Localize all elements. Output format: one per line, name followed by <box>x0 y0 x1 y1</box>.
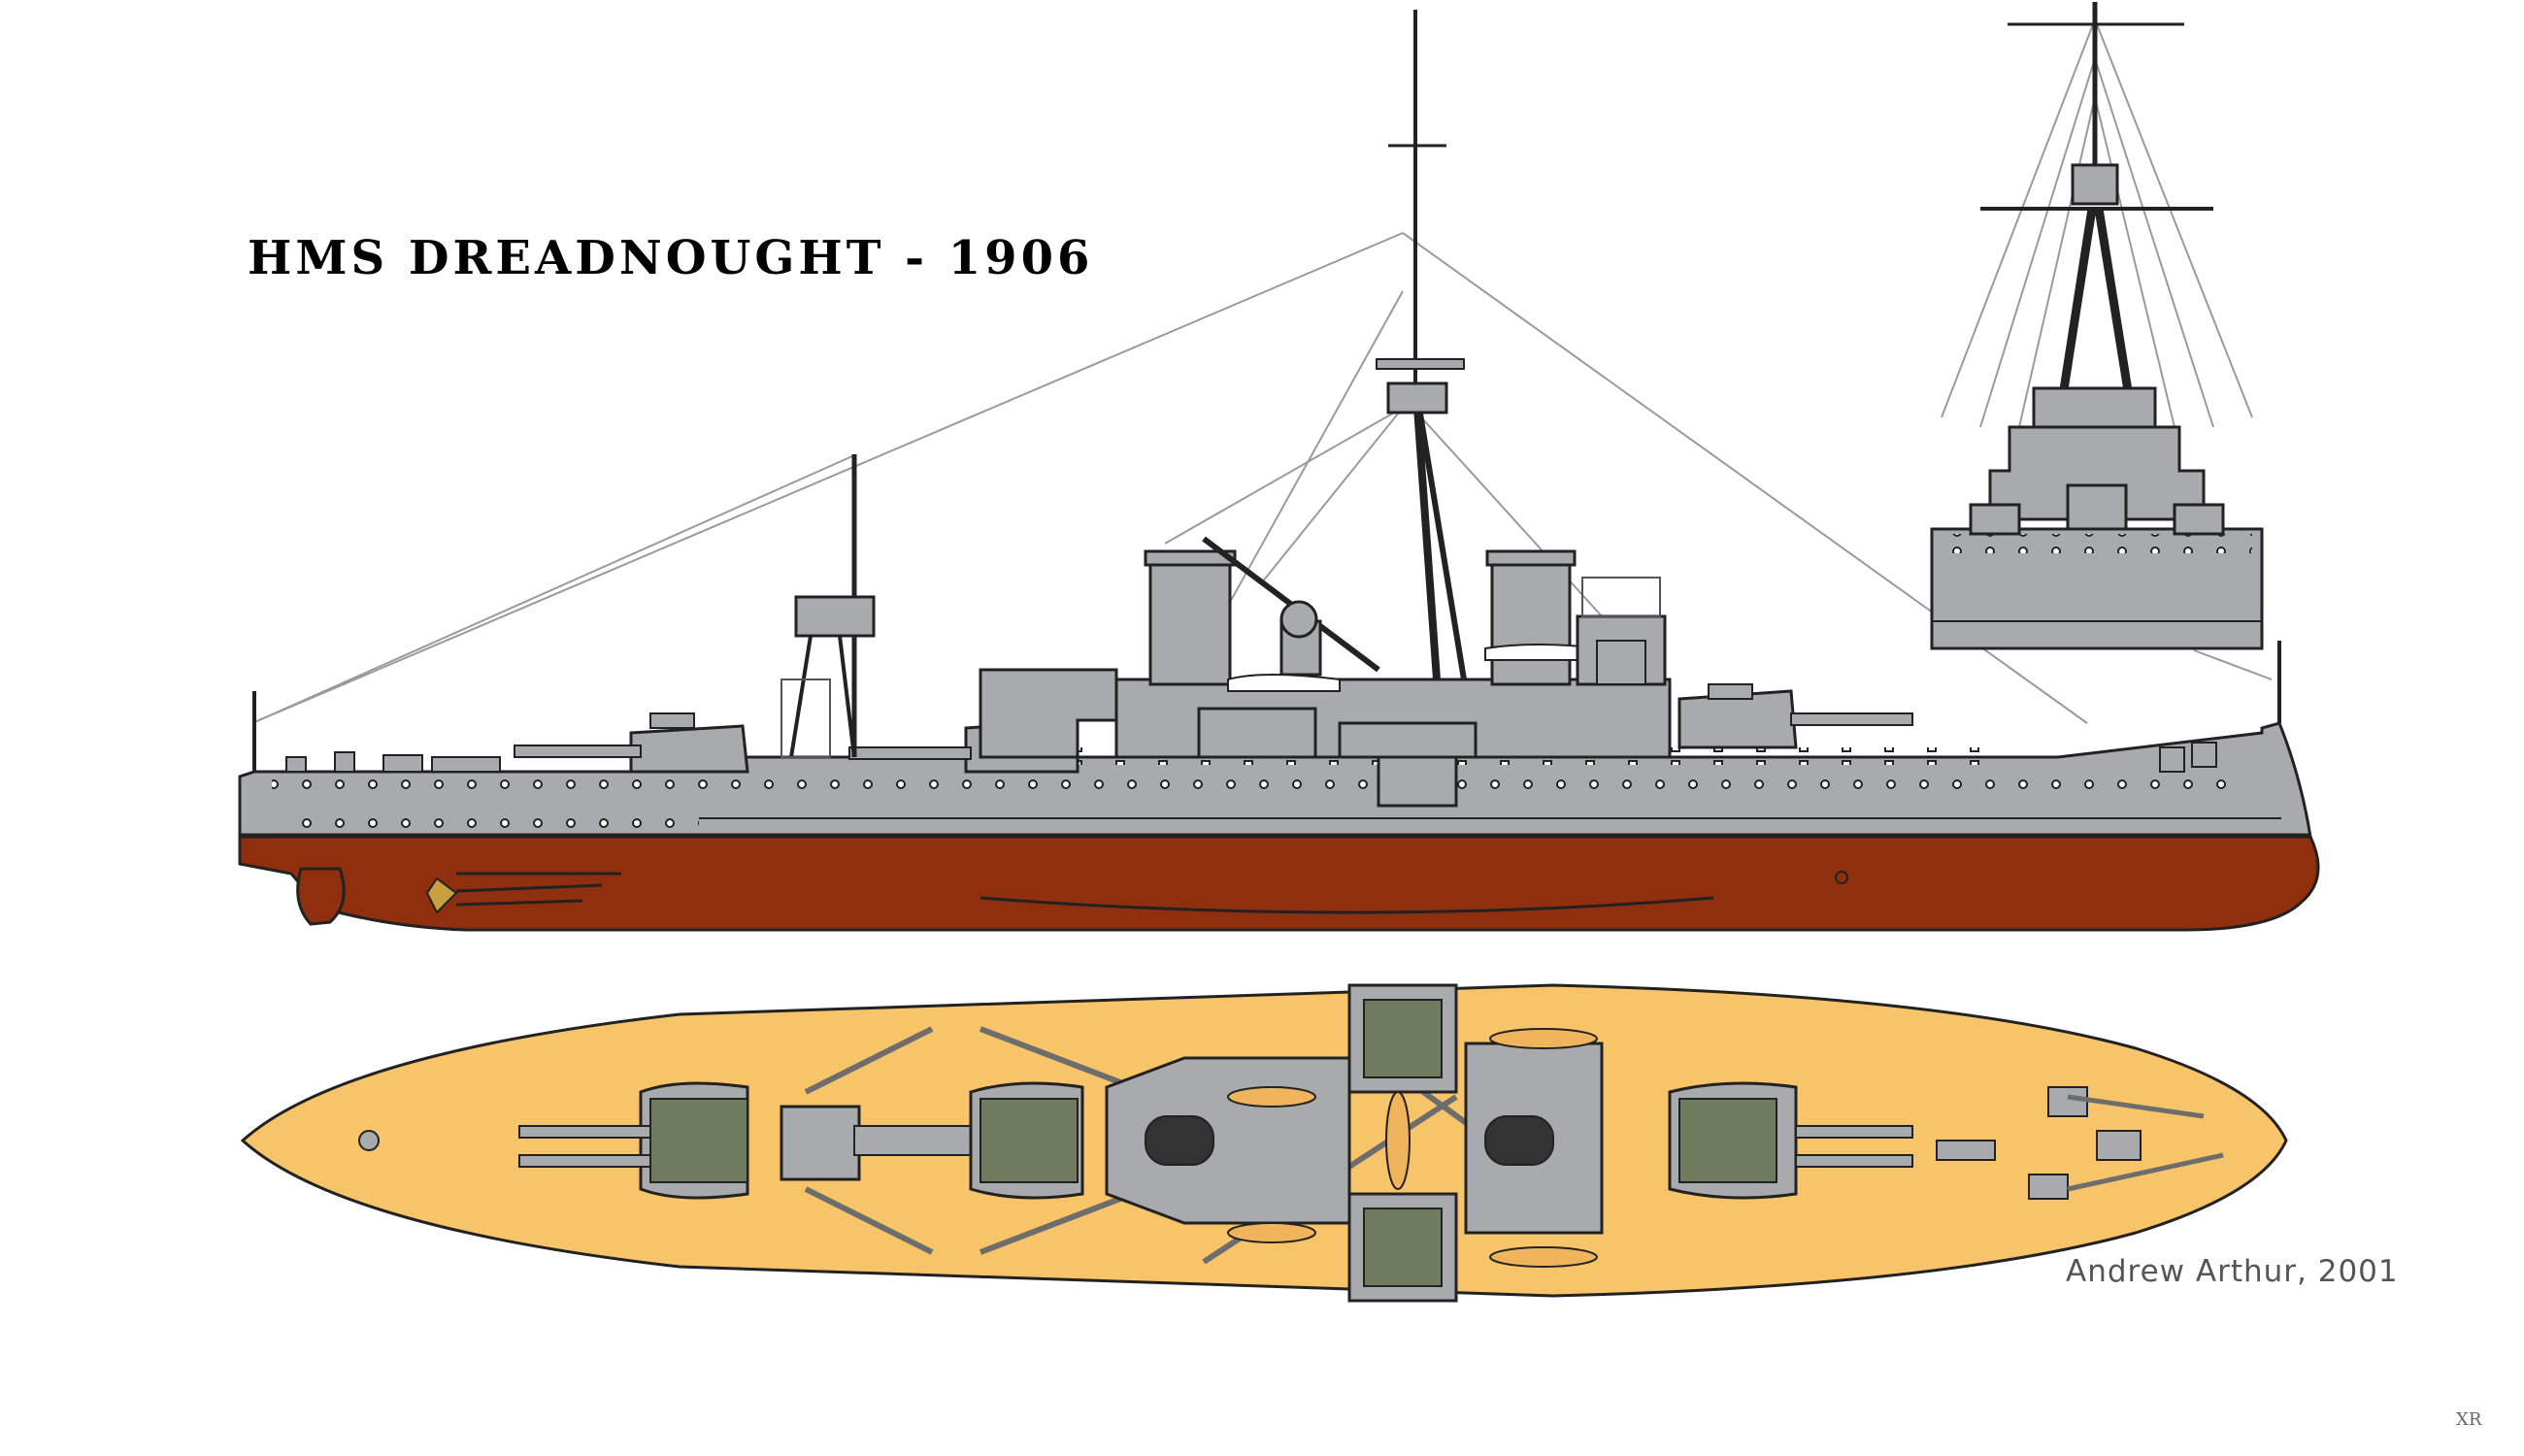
main-mast <box>780 454 876 758</box>
deck-aft-mast-platform <box>780 1105 861 1181</box>
rigging-lines <box>251 232 2273 724</box>
deck-turret-midaft <box>969 1081 1084 1200</box>
fore-funnel-top <box>1484 1115 1554 1166</box>
aft-funnel-top <box>1145 1115 1214 1166</box>
bow-view-bridge <box>2032 386 2157 429</box>
deck-plan <box>240 983 2288 1303</box>
hull-below-waterline <box>238 835 2320 932</box>
ship-boat <box>1227 674 1341 692</box>
anchor-cables <box>2067 1094 2224 1192</box>
bow-rigging <box>1941 18 2253 428</box>
bow-view-ports <box>1942 534 2252 553</box>
amidships-turret <box>1338 721 1478 759</box>
deck-wing-turret-bottom <box>1347 1192 1458 1303</box>
bow-view-top <box>2071 163 2119 206</box>
propeller-icon <box>425 877 458 914</box>
drawing-title: HMS DREADNOUGHT - 1906 <box>248 231 1094 285</box>
deck-turret-aft <box>518 1081 749 1200</box>
hawse-mark <box>1835 871 1848 884</box>
wing-turret-base <box>1197 707 1317 759</box>
bridge <box>1576 577 1667 686</box>
propeller-shafts <box>455 872 621 907</box>
deck-central-superstructure <box>1105 1056 1351 1225</box>
lower-portholes <box>291 811 699 828</box>
bow-view-turret-right <box>2173 503 2225 536</box>
searchlight-icon <box>1279 600 1318 639</box>
deck-boats <box>1227 1028 1598 1268</box>
deck-walkway <box>853 1125 972 1156</box>
upper-portholes <box>272 777 2233 796</box>
artist-credit: Andrew Arthur, 2001 <box>2066 1254 2399 1289</box>
deck-turret-forward <box>1668 1081 1913 1200</box>
deck-wing-turret-top <box>1347 983 1458 1094</box>
watermark: XR <box>2456 1409 2482 1430</box>
fore-funnel <box>1485 549 1577 686</box>
bow-view-turret-left <box>1969 503 2021 536</box>
bilge-keel <box>980 896 1714 914</box>
bow-view-hull <box>1930 527 2264 650</box>
stern-fittings <box>285 751 501 773</box>
bow-view-turret-center <box>2066 483 2128 531</box>
side-profile <box>238 10 2320 932</box>
rudder <box>296 867 346 926</box>
anchor-icon <box>2159 742 2217 773</box>
bow-elevation <box>1930 2 2264 650</box>
rear-turret <box>514 712 749 774</box>
foremast-tripod <box>1376 10 1467 680</box>
aft-superstructure <box>979 668 1118 759</box>
forward-turret <box>1677 683 1913 749</box>
stern-capstan-icon <box>358 1130 380 1151</box>
aft-funnel <box>1144 549 1237 686</box>
